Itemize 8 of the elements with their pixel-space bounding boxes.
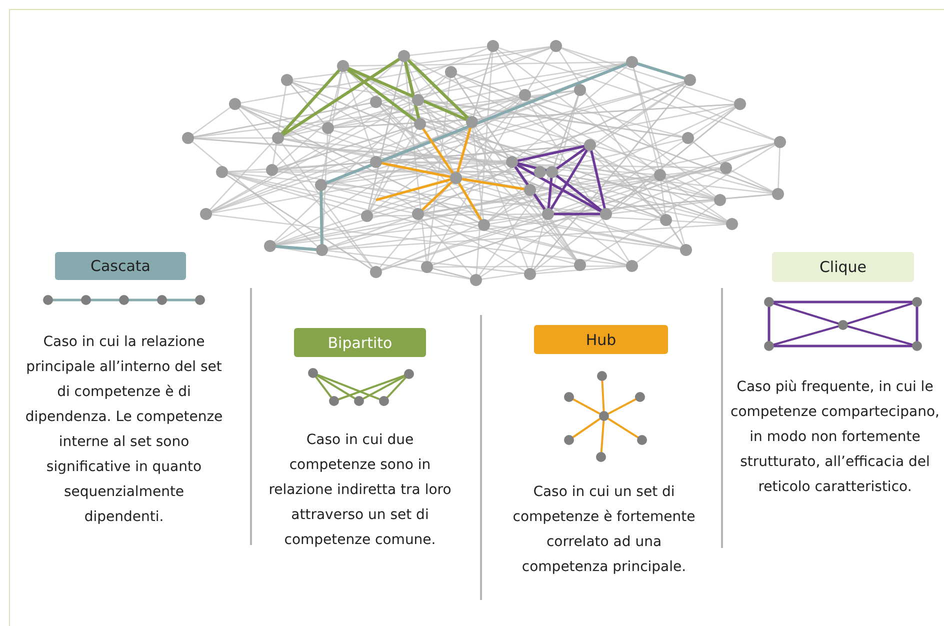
category-badge: Bipartito xyxy=(294,328,426,357)
description-text: Caso più frequente, in cui le competenze compartecipano, in modo non fortemente strutturato, all’efficacia del reticolo caratteristico. xyxy=(730,378,940,497)
description-text: Caso in cui un set di competenze è fortemente correlato ad una competenza principale. xyxy=(512,483,696,577)
description-text: Caso in cui due competenze sono in relazione indiretta tra loro attraverso un set di competenze comune. xyxy=(268,431,452,550)
category-badge: Hub xyxy=(534,325,668,354)
description-text: Caso in cui la relazione principale all’interno del set di competenze è di dipendenza. Le competenze interne al set sono significative in quanto sequenzialmente dipendenti. xyxy=(24,333,224,527)
category-badge: Cascata xyxy=(55,252,186,280)
category-badge: Clique xyxy=(772,252,914,282)
